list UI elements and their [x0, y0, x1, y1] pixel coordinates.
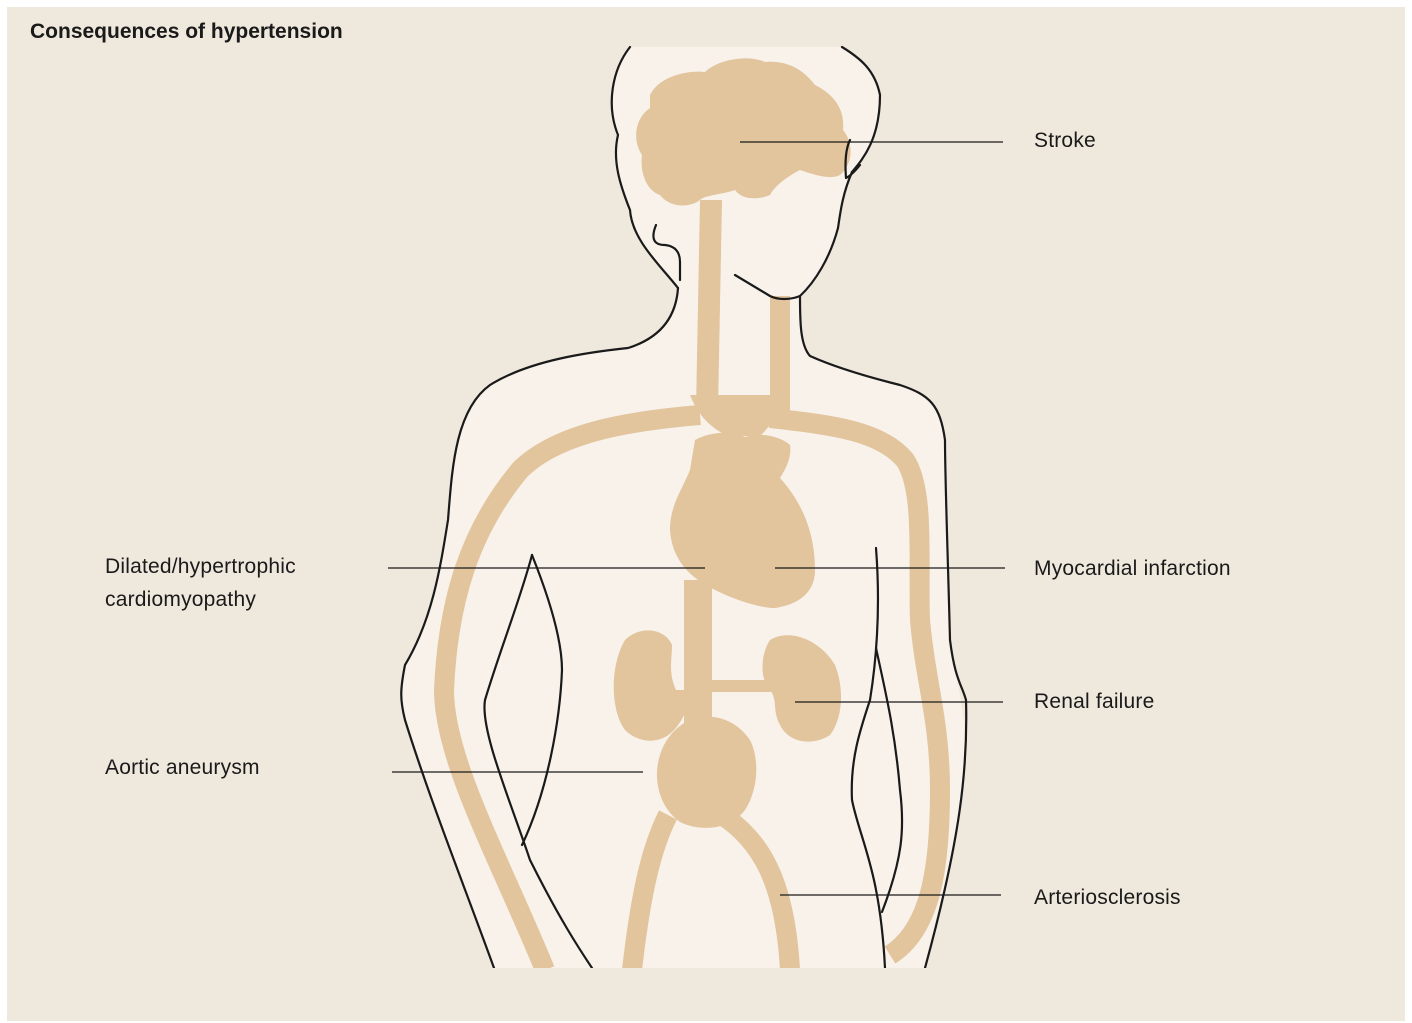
label-renal-failure: Renal failure — [1034, 686, 1155, 718]
label-myocardial-infarction: Myocardial infarction — [1034, 553, 1231, 585]
label-arteriosclerosis: Arteriosclerosis — [1034, 882, 1181, 914]
figure-title: Consequences of hypertension — [30, 20, 343, 44]
label-stroke: Stroke — [1034, 125, 1096, 157]
label-aortic-aneurysm: Aortic aneurysm — [105, 752, 260, 784]
label-cardiomyopathy-line2: cardiomyopathy — [105, 584, 256, 616]
label-cardiomyopathy-line1: Dilated/hypertrophic — [105, 551, 296, 583]
